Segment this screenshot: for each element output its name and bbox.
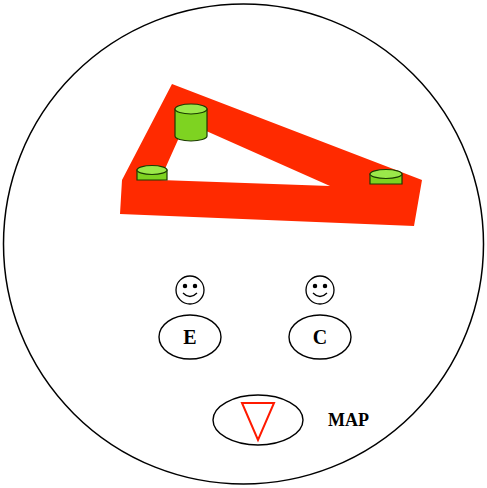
red-band-triangle bbox=[120, 84, 422, 226]
node-outline bbox=[212, 394, 402, 446]
map-oval: MAP bbox=[212, 394, 402, 446]
green-cylinder bbox=[175, 104, 207, 141]
green-cylinder bbox=[370, 170, 402, 185]
person-oval: C bbox=[288, 314, 352, 360]
node-label: E bbox=[183, 326, 196, 349]
node-label: C bbox=[313, 326, 327, 349]
green-cylinder bbox=[137, 166, 167, 181]
person-oval: E bbox=[158, 314, 222, 360]
outer-circle bbox=[4, 4, 484, 484]
smiley-head bbox=[176, 276, 204, 304]
smiley-head bbox=[306, 276, 334, 304]
map-triangle bbox=[242, 403, 274, 440]
node-label: MAP bbox=[328, 410, 369, 431]
